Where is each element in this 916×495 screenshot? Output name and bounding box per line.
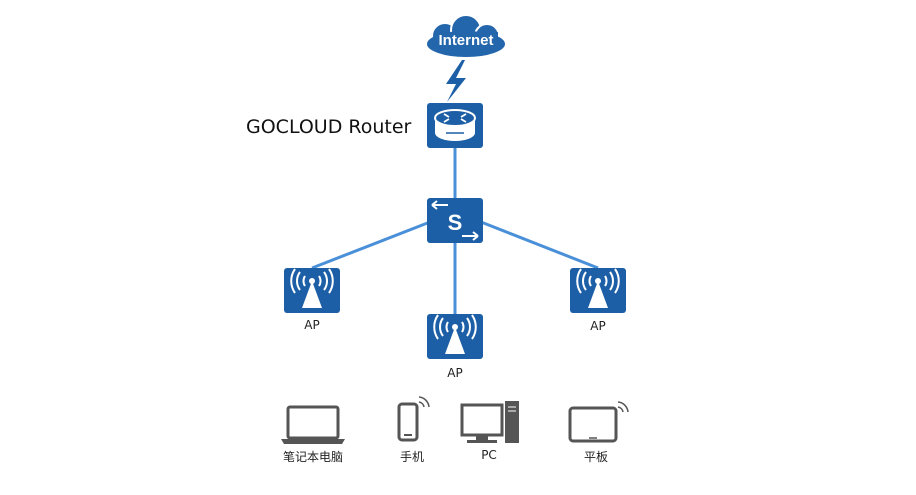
router-icon xyxy=(427,103,483,148)
access-point-icon xyxy=(570,268,626,313)
tablet-label: 平板 xyxy=(583,450,608,464)
desktop-pc-icon xyxy=(460,401,519,443)
phone-icon xyxy=(397,396,430,442)
switch-icon xyxy=(427,198,483,243)
link-switch-ap-left xyxy=(311,220,431,270)
link-switch-ap-right xyxy=(480,220,599,270)
pc-label: PC xyxy=(481,448,497,462)
laptop-label: 笔记本电脑 xyxy=(282,450,343,464)
access-point-icon xyxy=(284,268,340,313)
ap-label-right: AP xyxy=(590,319,606,333)
phone-label: 手机 xyxy=(399,450,424,464)
access-point-icon xyxy=(427,314,483,359)
internet-label: Internet xyxy=(438,32,493,49)
router-label: GOCLOUD Router xyxy=(246,116,412,138)
ap-label-center: AP xyxy=(447,366,463,380)
laptop-icon xyxy=(281,405,345,444)
cloud-icon xyxy=(425,14,507,59)
lightning-bolt-icon xyxy=(446,60,466,102)
switch-letter: S xyxy=(448,210,463,235)
ap-label-left: AP xyxy=(304,318,320,332)
tablet-icon xyxy=(568,401,629,443)
